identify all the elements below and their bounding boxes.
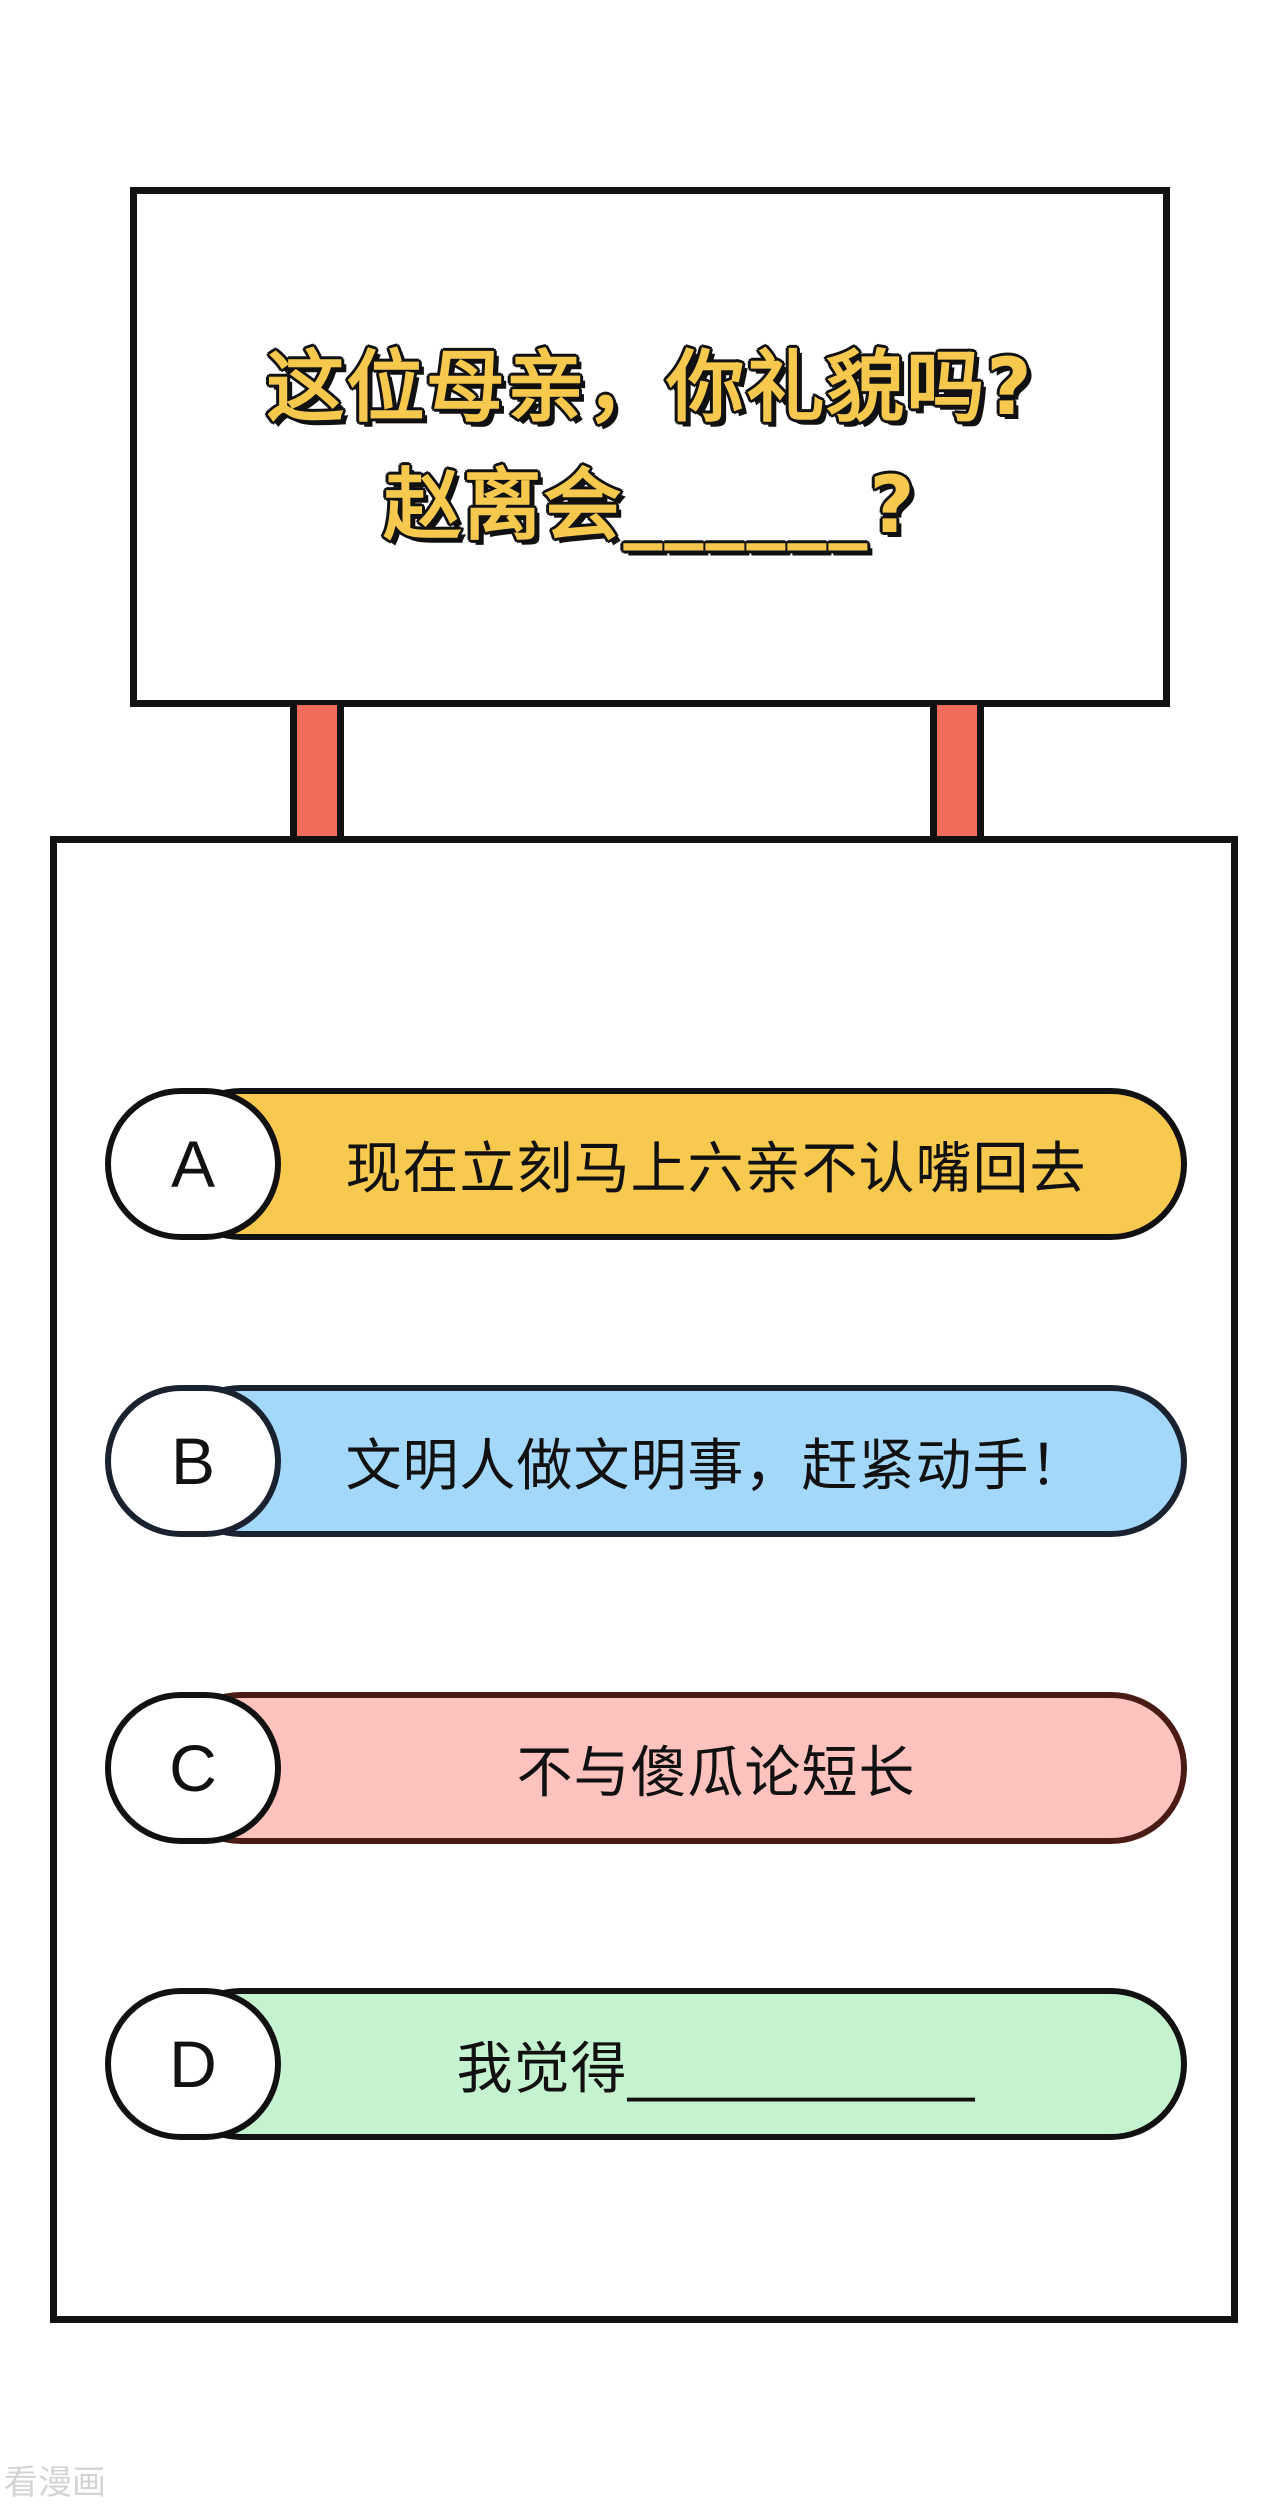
option-a-badge[interactable]: A	[105, 1088, 281, 1240]
option-c-pill[interactable]: 不与傻瓜论短长	[165, 1692, 1187, 1844]
option-a-letter: A	[170, 1127, 216, 1201]
option-b-pill[interactable]: 文明人做文明事，赶紧动手！	[165, 1385, 1187, 1537]
option-c[interactable]: 不与傻瓜论短长 C	[105, 1692, 1187, 1844]
option-b-text: 文明人做文明事，赶紧动手！	[345, 1433, 1087, 1499]
sign-post-left	[290, 705, 344, 841]
option-d-text: 我觉得____________	[456, 2036, 976, 2102]
option-c-badge[interactable]: C	[105, 1692, 281, 1844]
option-a-pill[interactable]: 现在立刻马上六亲不认嘴回去	[165, 1088, 1187, 1240]
option-a-text: 现在立刻马上六亲不认嘴回去	[345, 1136, 1087, 1202]
question-line-2: 赵离会______?	[382, 460, 917, 553]
option-d-badge[interactable]: D	[105, 1988, 281, 2140]
option-d-letter: D	[169, 2027, 217, 2101]
option-b-badge[interactable]: B	[105, 1385, 281, 1537]
question-sign: 这位母亲，你礼貌吗? 赵离会______?	[130, 187, 1170, 707]
sign-post-right	[930, 705, 984, 841]
option-d-pill[interactable]: 我觉得____________	[165, 1988, 1187, 2140]
option-b[interactable]: 文明人做文明事，赶紧动手！ B	[105, 1385, 1187, 1537]
option-c-text: 不与傻瓜论短长	[516, 1740, 916, 1806]
question-line-1: 这位母亲，你礼貌吗?	[265, 342, 1034, 435]
option-d[interactable]: 我觉得____________ D	[105, 1988, 1187, 2140]
option-c-letter: C	[169, 1731, 217, 1805]
option-b-letter: B	[170, 1424, 216, 1498]
watermark: 看漫画	[4, 2463, 106, 2503]
option-a[interactable]: 现在立刻马上六亲不认嘴回去 A	[105, 1088, 1187, 1240]
